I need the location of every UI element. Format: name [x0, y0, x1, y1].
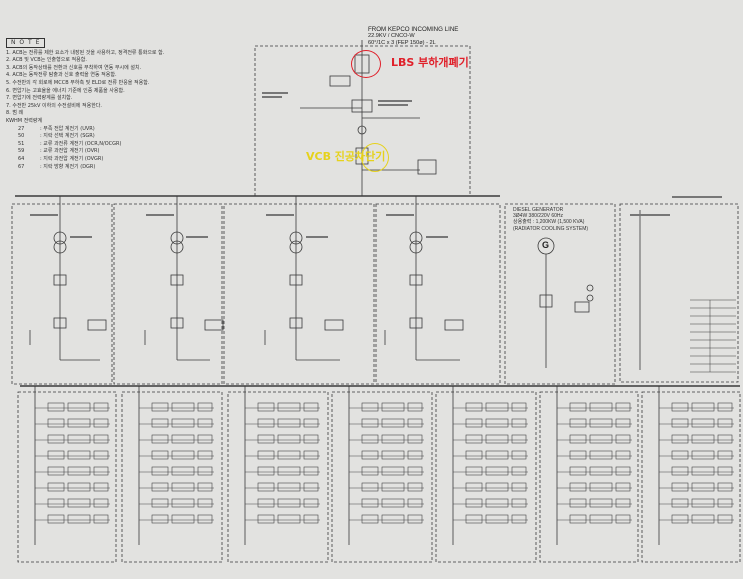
generator-panel	[504, 203, 616, 385]
ct-symbol	[357, 125, 367, 135]
feeder-rows	[35, 402, 735, 524]
note-item: 7. 변압기에 전력량계를 설치함.	[6, 95, 73, 102]
notes-header: N O T E	[6, 38, 46, 48]
generator-spec: 3Ø4W 380/220V 60Hz	[513, 213, 564, 220]
control-panel	[619, 203, 739, 383]
notes-block: N O T E 1. ACB는 전류를 제한 요소가 내장된 것을 사용하고, …	[6, 38, 236, 171]
legend-row: 51: 교류 과전류 계전기 (OCR,N/OCGR)	[18, 140, 122, 147]
incoming-line-voltage: 22.9KV / CNCO-W	[368, 33, 415, 39]
kwhm-legend: KWHM 전력량계	[6, 117, 43, 124]
legend-row: 50: 지락 선택 계전기 (SGR)	[18, 133, 95, 140]
note-item: 1. ACB는 전류를 제한 요소가 내장된 것을 사용하고, 정격전류 통화으…	[6, 49, 165, 56]
generator-output: 상용출력 : 1,200KW (1,500 KVA)	[513, 219, 585, 226]
legend-row: 67: 지락 방향 계전기 (DGR)	[18, 163, 96, 170]
lbs-callout-label: LBS 부하개폐기	[391, 56, 469, 69]
note-item: 6. 변압기는 고효율을 에너지 기준에 인증 제품을 사용함.	[6, 87, 125, 94]
note-item: 2. ACB 및 VCB는 인출형으로 적용함.	[6, 57, 87, 64]
incoming-line-label: FROM KEPCO INCOMING LINE 22.9KV / CNCO-W…	[368, 26, 458, 47]
incoming-line-cable: 60°/1C x 3 (FEP 150ø) - 2L	[368, 40, 436, 46]
note-item: 4. ACB는 동작전류 탐출과 신호 출력을 연동 적용함.	[6, 72, 117, 79]
generator-label: DIESEL GENERATOR 3Ø4W 380/220V 60Hz 상용출력…	[513, 207, 588, 232]
mof-box	[351, 99, 373, 113]
generator-title: DIESEL GENERATOR	[513, 207, 564, 213]
small-annotation-marks	[30, 92, 722, 238]
incoming-line-title: FROM KEPCO INCOMING LINE	[368, 26, 459, 33]
distribution-boards	[17, 391, 741, 563]
note-item: 8. 범 례	[6, 110, 24, 117]
lbs-highlight-circle	[351, 50, 381, 78]
vcb-highlight-circle	[361, 143, 389, 172]
note-item: 7. 수전반 25kV 이하의 수전설비에 적용한다.	[6, 102, 102, 109]
legend-row: 59: 교류 과전압 계전기 (OVR)	[18, 148, 100, 155]
generator-symbol-label: G	[542, 240, 550, 250]
legend-row: 27: 부족 전압 계전기 (UVR)	[18, 125, 95, 132]
note-item: 5. 수전반의 각 회로에 MCCB 부하측 및 ELD로 전류 반응을 적용함…	[6, 79, 150, 86]
note-item: 3. ACB의 동작상태를 전환과 신호를 부착하여 연동 부시에 설치.	[6, 64, 142, 71]
legend-row: 64: 지락 과전압 계전기 (OVGR)	[18, 155, 104, 162]
transformer-panels	[11, 196, 501, 385]
generator-cooling: (RADIATOR COOLING SYSTEM)	[513, 225, 589, 232]
vcb-callout-label: VCB 진공차단기	[306, 150, 386, 163]
